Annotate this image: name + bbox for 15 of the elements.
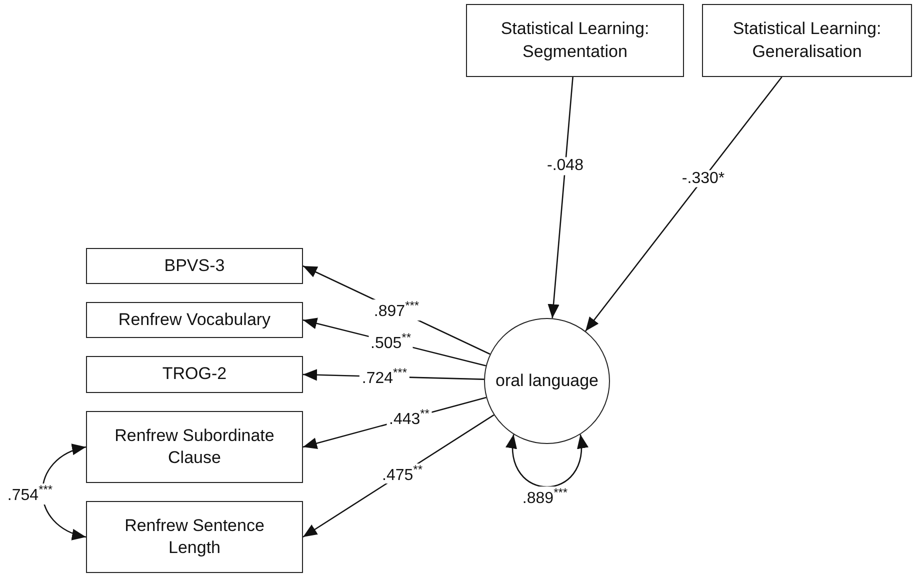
observed-variable-box: Statistical Learning: Generalisation [702, 4, 912, 77]
edge-label: -.330* [680, 170, 727, 188]
arrow [585, 76, 782, 332]
observed-variable-box: BPVS-3 [86, 248, 303, 284]
observed-variable-box: Renfrew Sentence Length [86, 501, 303, 573]
observed-variable-box: TROG-2 [86, 356, 303, 393]
latent-variable-circle: oral language [484, 318, 610, 444]
edge-label: .897$^{***}$ [372, 300, 422, 321]
arrow [548, 76, 574, 318]
double-headed-arrow [506, 434, 588, 488]
edge-label: .475$^{**}$ [380, 463, 424, 484]
observed-variable-box: Renfrew Subordinate Clause [86, 411, 303, 483]
observed-variable-box: Statistical Learning: Segmentation [466, 4, 684, 77]
observed-variable-box: Renfrew Vocabulary [86, 302, 303, 338]
edge-label: -.048 [545, 157, 586, 176]
